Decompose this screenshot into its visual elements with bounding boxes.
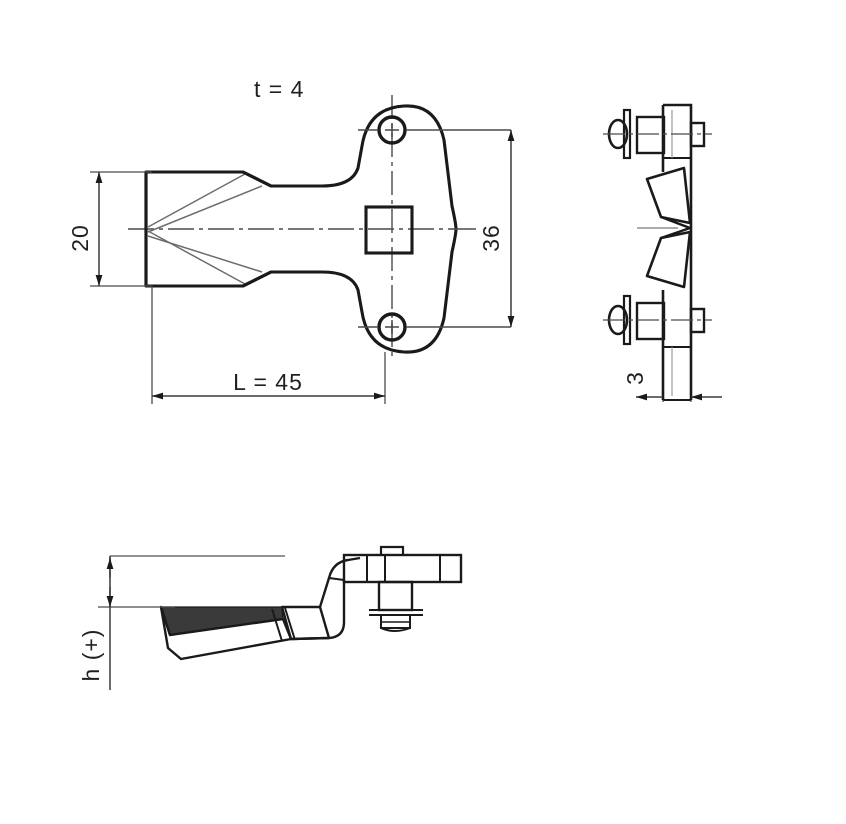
bottom-view bbox=[110, 545, 463, 661]
bend-division-a bbox=[328, 577, 345, 581]
dimension-offset-h: h (+) bbox=[78, 556, 175, 690]
plate-right-edge bbox=[663, 103, 693, 400]
dimension-length-45: L = 45 bbox=[151, 286, 386, 404]
height-label: 36 bbox=[478, 224, 504, 252]
taper-chamfer-lower bbox=[242, 270, 272, 288]
dimension-width-20: 20 bbox=[67, 171, 152, 287]
blade-division-a bbox=[271, 608, 283, 642]
taper-fold-lower-b bbox=[147, 235, 263, 273]
bolt-hole-upper bbox=[377, 115, 407, 145]
length-label: L = 45 bbox=[233, 369, 303, 395]
blade-tip-upper bbox=[660, 215, 691, 230]
plate-thickness-label: 3 bbox=[622, 371, 648, 385]
front-view bbox=[128, 95, 511, 360]
thickness-label: t = 4 bbox=[254, 76, 304, 102]
stud-tip bbox=[380, 627, 411, 632]
bolt-assembly-upper bbox=[603, 108, 712, 160]
offset-label: h (+) bbox=[78, 629, 104, 682]
dimension-thickness-3: 3 bbox=[622, 371, 722, 402]
width-label: 20 bbox=[67, 224, 93, 252]
bolt-lower-shank bbox=[635, 301, 666, 341]
dimension-height-36: 36 bbox=[478, 130, 515, 327]
taper-fold-lower-a bbox=[147, 230, 246, 285]
taper-fold-upper-a bbox=[147, 173, 246, 228]
side-view bbox=[603, 103, 712, 401]
blade-tip-lower bbox=[660, 226, 691, 240]
top-tab bbox=[379, 545, 405, 555]
bolt-assembly-lower bbox=[603, 294, 712, 346]
dimension-thickness: t = 4 bbox=[254, 76, 304, 102]
square-hole bbox=[364, 205, 414, 255]
taper-chamfer-upper bbox=[242, 170, 272, 188]
bend-curve-lower bbox=[290, 600, 346, 641]
blade-division-b bbox=[284, 607, 296, 641]
blade-butt-left bbox=[159, 606, 172, 636]
bolt-upper-shank bbox=[635, 115, 666, 155]
bolt-hole-lower bbox=[377, 312, 407, 342]
taper-fold-upper-b bbox=[147, 185, 263, 233]
blade-wing-lower bbox=[645, 230, 692, 289]
blade-wing-upper bbox=[645, 166, 692, 225]
